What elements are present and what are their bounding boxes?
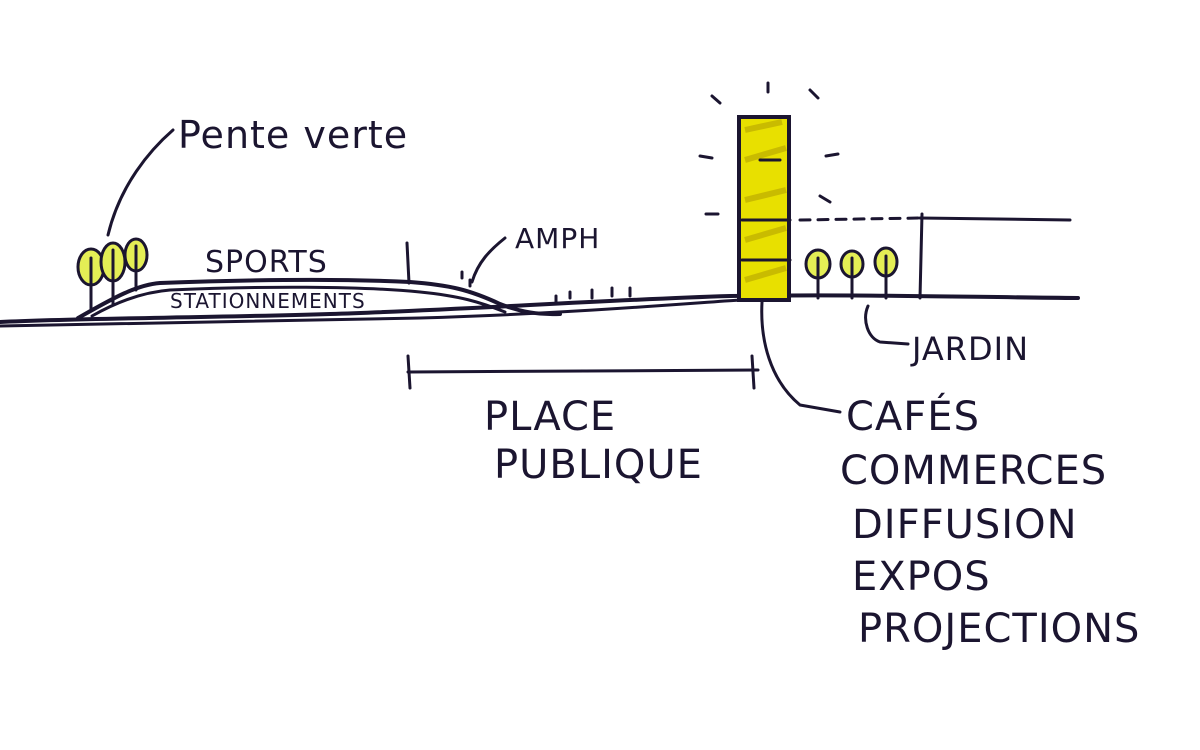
tower-icon — [737, 115, 792, 302]
glow-rays-icon — [698, 81, 840, 216]
tree-icon — [873, 246, 899, 300]
stationnements-label: STATIONNEMENTS — [170, 289, 366, 313]
place-label-line1: PLACE — [484, 394, 616, 440]
left-trees — [76, 237, 149, 312]
tree-icon — [76, 247, 106, 312]
tree-icon — [839, 249, 865, 300]
program-list: CAFÉS COMMERCES DIFFUSION EXPOS PROJECTI… — [840, 392, 1140, 652]
tree-icon — [123, 237, 149, 292]
jardin-label: JARDIN — [910, 330, 1029, 368]
amph-leader — [470, 236, 507, 284]
place-label-line2: PUBLIQUE — [494, 442, 703, 488]
sports-mound — [76, 241, 562, 320]
pente-verte-leader — [106, 128, 175, 237]
program-item-expos: EXPOS — [852, 554, 991, 600]
program-item-projections: PROJECTIONS — [858, 606, 1140, 652]
amphitheatre-steps — [460, 270, 632, 304]
right-trees — [804, 246, 899, 300]
tree-icon — [804, 248, 832, 300]
ground-line — [0, 293, 1080, 328]
program-item-commerces: COMMERCES — [840, 448, 1107, 494]
place-dimension-line — [406, 354, 760, 390]
program-leader — [760, 300, 842, 414]
jardin-leader — [864, 304, 910, 346]
amph-label: AMPH — [515, 222, 600, 255]
pente-verte-label: Pente verte — [178, 113, 408, 157]
sports-label: SPORTS — [205, 245, 328, 280]
program-item-diffusion: DIFFUSION — [852, 502, 1077, 548]
garden-building — [798, 212, 1072, 300]
program-item-cafes: CAFÉS — [846, 392, 980, 440]
